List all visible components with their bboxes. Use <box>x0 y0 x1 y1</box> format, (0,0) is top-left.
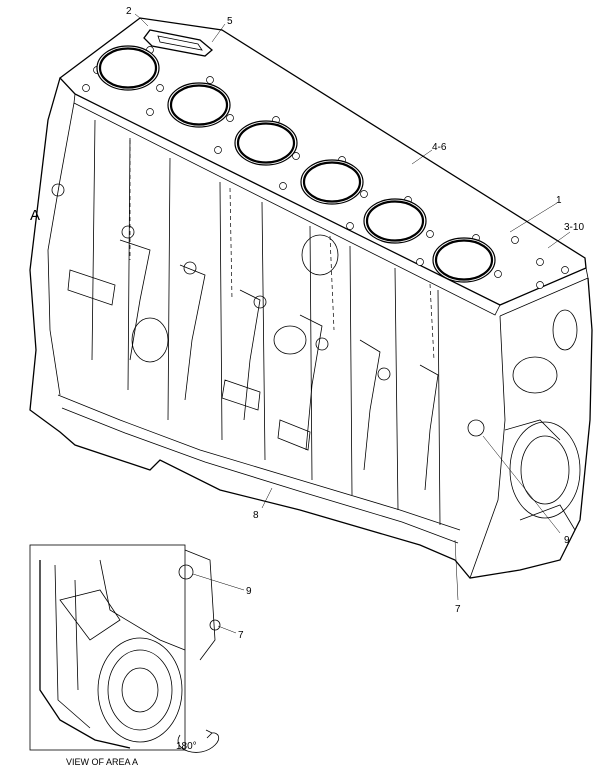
cylinder-bore-1 <box>96 45 160 91</box>
callout-7: 7 <box>455 604 461 615</box>
inset-callout-9: 9 <box>246 586 252 597</box>
cover-plate <box>143 29 214 57</box>
rotation-arrow-icon <box>177 729 220 753</box>
inset-callout-7: 7 <box>238 630 244 641</box>
leader-lines <box>134 13 571 601</box>
view-label-a: A <box>30 207 40 224</box>
cylinder-bore-6 <box>432 237 496 283</box>
callout-8: 8 <box>253 510 259 521</box>
cylinder-bore-2 <box>167 82 231 128</box>
callout-5: 5 <box>227 16 233 27</box>
inset-caption: VIEW OF AREA A <box>66 757 138 767</box>
rotation-label: 180° <box>176 741 197 752</box>
callout-1: 1 <box>556 195 562 206</box>
callout-2: 2 <box>126 6 132 17</box>
cylinder-bore-3 <box>234 120 298 166</box>
cylinder-bores <box>96 45 496 283</box>
callout-3-10: 3-10 <box>564 222 584 233</box>
callout-9: 9 <box>564 535 570 546</box>
cylinder-block <box>29 17 593 579</box>
cylinder-bore-5 <box>363 198 427 244</box>
callout-4-6: 4-6 <box>432 142 447 153</box>
cylinder-bore-4 <box>300 159 364 205</box>
inset-view-area-a: 9 7 <box>29 544 252 751</box>
